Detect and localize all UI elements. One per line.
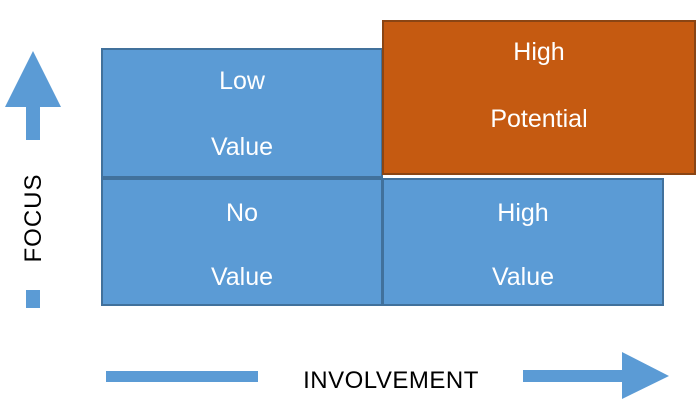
quadrant-low-value-line2: Value [210, 133, 274, 161]
quadrant-no-value-line2: Value [210, 263, 274, 291]
arrow-right-icon [106, 352, 669, 399]
y-axis-label: FOCUS [20, 173, 47, 263]
quadrant-high-value-line1: High [497, 199, 549, 227]
quadrant-low-value: Low Value [101, 48, 383, 178]
quadrant-high-potential-line2: Potential [490, 105, 588, 133]
arrow-up-icon [5, 51, 61, 308]
quadrant-high-value-line2: Value [491, 263, 555, 291]
x-axis-label: INVOLVEMENT [303, 367, 479, 394]
quadrant-no-value-line1: No [226, 199, 258, 227]
quadrant-high-potential-line1: High [513, 38, 565, 66]
quadrant-low-value-line1: Low [219, 67, 265, 95]
quadrant-high-value: High Value [382, 178, 664, 306]
quadrant-high-potential: High Potential [382, 20, 696, 175]
